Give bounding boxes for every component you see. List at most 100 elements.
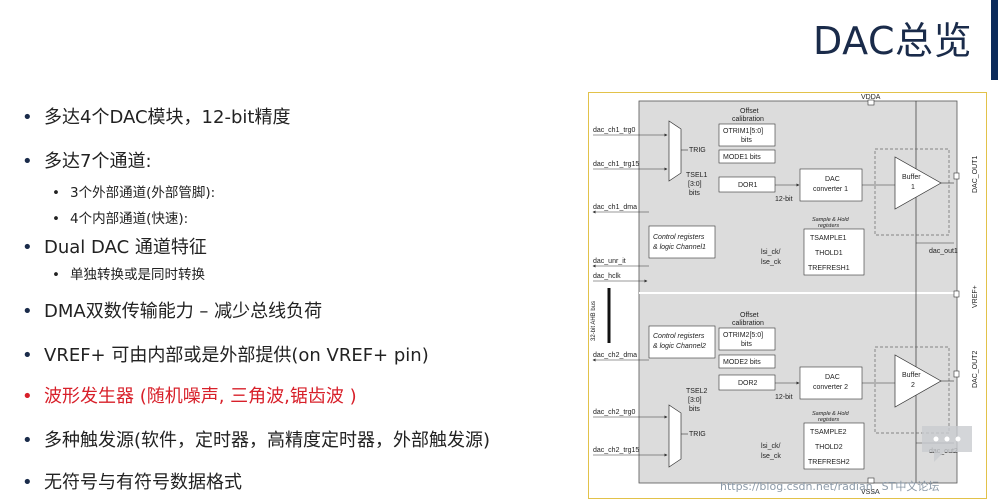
svg-text:TREFRESH1: TREFRESH1 — [808, 265, 850, 272]
svg-text:12-bit: 12-bit — [775, 394, 793, 401]
svg-text:Buffer: Buffer — [902, 372, 921, 379]
svg-text:registers: registers — [818, 223, 839, 229]
otrim1-register — [718, 123, 776, 147]
svg-text:calibration: calibration — [732, 116, 764, 123]
dor1-register — [718, 176, 776, 193]
bullet-item-highlight: •波形发生器 (随机噪声, 三角波,锯齿波 ) — [22, 386, 357, 407]
svg-text:lsi_ck/: lsi_ck/ — [761, 249, 781, 256]
dac-out1-pin-label: DAC_OUT1 — [972, 156, 979, 193]
sample-hold-registers-1 — [803, 228, 865, 276]
vdda-pin — [867, 99, 875, 106]
control-logic-ch1 — [648, 225, 716, 259]
svg-text:[3:0]: [3:0] — [688, 181, 702, 188]
dac-ch1-trg15-label: dac_ch1_trg15 — [593, 161, 639, 168]
svg-text:DOR1: DOR1 — [738, 182, 758, 189]
svg-text:DAC: DAC — [825, 374, 840, 381]
svg-text:OTRIM2[5:0]: OTRIM2[5:0] — [723, 332, 763, 339]
svg-text:lsi_ck/: lsi_ck/ — [761, 443, 781, 450]
svg-text:lse_ck: lse_ck — [761, 453, 781, 460]
dor2-register — [718, 374, 776, 391]
sub-bullet-item: •单独转换或是同时转换 — [52, 267, 205, 283]
buffer-2-group — [874, 346, 950, 434]
mode2-register — [718, 354, 776, 369]
dac-block-diagram: VDDA VSSA DAC_OUT1 VREF+ DAC_OUT2 dac_ch… — [588, 92, 987, 499]
svg-text:Sample & Hold: Sample & Hold — [812, 217, 850, 223]
chat-bubble-icon — [922, 426, 972, 462]
svg-text:bits: bits — [741, 341, 752, 348]
bullet-dot-icon: • — [22, 301, 33, 322]
bullet-item: •多达4个DAC模块，12-bit精度 — [22, 107, 291, 128]
sub-bullet-item: •3个外部通道(外部管脚): — [52, 185, 216, 201]
dac-ch1-trg0-label: dac_ch1_trg0 — [593, 127, 636, 134]
dac-out1-internal-label: dac_out1 — [929, 248, 958, 255]
svg-text:[3:0]: [3:0] — [688, 397, 702, 404]
bullet-dot-icon: • — [22, 386, 33, 407]
svg-text:lse_ck: lse_ck — [761, 259, 781, 266]
sample-hold-registers-2 — [803, 422, 865, 470]
slide-title: DAC总览 — [813, 19, 972, 63]
bullet-dot-icon: • — [22, 151, 33, 172]
svg-text:calibration: calibration — [732, 320, 764, 327]
bullet-dot-icon: • — [22, 345, 33, 366]
svg-text:2: 2 — [911, 382, 915, 389]
trig-mux-2 — [668, 404, 682, 468]
tsel1-label: TSEL1 — [686, 172, 708, 179]
svg-text:DOR2: DOR2 — [738, 380, 758, 387]
dac-hclk-label: dac_hclk — [593, 273, 621, 280]
dac-ch2-trg0-label: dac_ch2_trg0 — [593, 409, 636, 416]
vdda-label: VDDA — [861, 94, 881, 101]
buffer-1-amplifier — [894, 156, 942, 210]
bullet-item: •无符号与有符号数据格式 — [22, 472, 242, 493]
bullet-dot-icon: • — [22, 472, 33, 493]
dac-ch2-dma-label: dac_ch2_dma — [593, 352, 637, 359]
bullet-item: •DMA双数传输能力 – 减少总线负荷 — [22, 301, 323, 322]
control-logic-ch2 — [648, 325, 716, 359]
svg-text:bits: bits — [741, 137, 752, 144]
bullet-item: •多达7个通道: — [22, 151, 152, 172]
dac-ch2-trg15-label: dac_ch2_trg15 — [593, 447, 639, 454]
svg-text:THOLD2: THOLD2 — [815, 444, 843, 451]
svg-text:registers: registers — [818, 417, 839, 423]
bullet-item: •多种触发源(软件，定时器，高精度定时器，外部触发源) — [22, 430, 491, 451]
svg-text:DAC: DAC — [825, 176, 840, 183]
bullet-dot-icon: • — [22, 430, 33, 451]
svg-text:TSAMPLE2: TSAMPLE2 — [810, 429, 847, 436]
watermark-text: https://blog.csdn.net/radian_ ST中文论坛 — [720, 480, 940, 493]
svg-text:MODE1 bits: MODE1 bits — [723, 154, 761, 161]
svg-text:Buffer: Buffer — [902, 174, 921, 181]
otrim2-register — [718, 327, 776, 351]
svg-text:OTRIM1[5:0]: OTRIM1[5:0] — [723, 128, 763, 135]
tsel2-label: TSEL2 — [686, 388, 708, 395]
sub-bullet-item: •4个内部通道(快速): — [52, 211, 189, 227]
bullet-dot-icon: • — [22, 237, 33, 258]
svg-text:TREFRESH2: TREFRESH2 — [808, 459, 850, 466]
buffer-2-amplifier — [894, 354, 942, 408]
svg-text:converter 1: converter 1 — [813, 186, 848, 193]
bullet-dot-icon: • — [52, 267, 60, 283]
svg-text:THOLD1: THOLD1 — [815, 250, 843, 257]
svg-text:converter 2: converter 2 — [813, 384, 848, 391]
svg-text:& logic Channel2: & logic Channel2 — [653, 343, 706, 350]
svg-text:bits: bits — [689, 190, 700, 197]
vref-pin-label: VREF+ — [972, 285, 979, 308]
svg-text:Sample & Hold: Sample & Hold — [812, 411, 850, 417]
dac-unr-it-label: dac_unr_it — [593, 258, 626, 265]
svg-text:1: 1 — [911, 184, 915, 191]
dac-out2-pin-label: DAC_OUT2 — [972, 351, 979, 388]
svg-text:TSAMPLE1: TSAMPLE1 — [810, 235, 847, 242]
vssa-pin — [867, 477, 875, 484]
trig1-label: TRIG — [689, 147, 706, 154]
trig2-label: TRIG — [689, 431, 706, 438]
accent-bar — [991, 0, 998, 80]
offset-calibration-label: Offset — [740, 108, 759, 115]
vssa-label: VSSA — [861, 489, 880, 496]
mode1-register — [718, 149, 776, 164]
bullet-dot-icon: • — [52, 185, 60, 201]
svg-text:Control registers: Control registers — [653, 234, 705, 241]
dac-converter-1 — [799, 168, 863, 202]
svg-text:12-bit: 12-bit — [775, 196, 793, 203]
svg-text:Offset: Offset — [740, 312, 759, 319]
dac-converter-2 — [799, 366, 863, 400]
dac-diagram-svg: VDDA VSSA DAC_OUT1 VREF+ DAC_OUT2 dac_ch… — [591, 94, 979, 496]
svg-text:MODE2 bits: MODE2 bits — [723, 359, 761, 366]
